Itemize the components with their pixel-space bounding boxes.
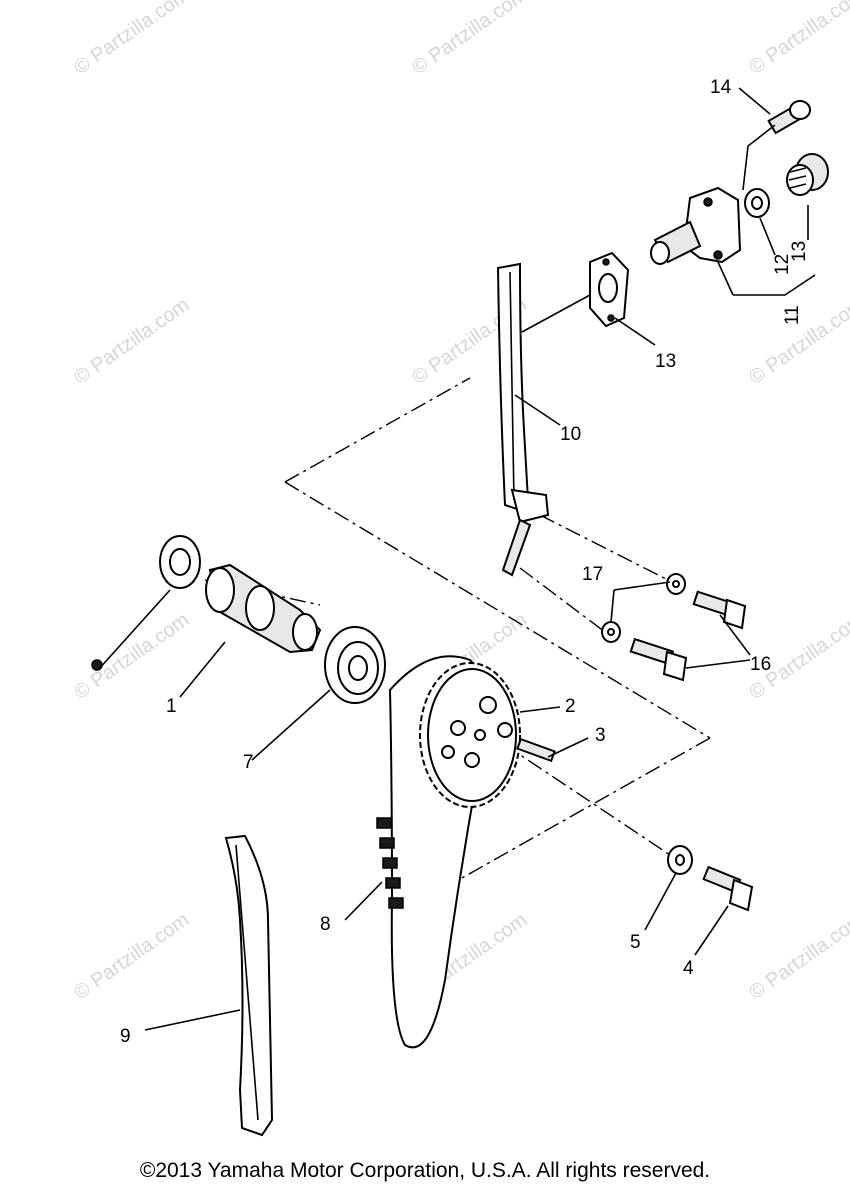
- label-15: 14: [710, 77, 732, 98]
- part-11-tensioner: [650, 186, 742, 265]
- part-2-sprocket: [419, 662, 521, 808]
- label-13: 12: [772, 254, 793, 275]
- part-15-bolt: [767, 100, 811, 135]
- label-17: 17: [582, 564, 603, 585]
- copyright-text: ©2013 Yamaha Motor Corporation, U.S.A. A…: [139, 1159, 711, 1182]
- label-1: 1: [166, 696, 177, 717]
- watermark: © Partzilla.com: [70, 294, 193, 389]
- watermark: © Partzilla.com: [408, 0, 531, 79]
- part-13-gasket: [744, 188, 770, 218]
- label-7: 7: [243, 752, 254, 773]
- part-4-bolt: [702, 865, 754, 912]
- part-17-washers: [601, 573, 686, 643]
- watermark: © Partzilla.com: [70, 609, 193, 704]
- part-7-bearing: [324, 626, 386, 704]
- label-11: 11: [782, 305, 803, 325]
- watermark: © Partzilla.com: [70, 909, 193, 1004]
- label-14: 13: [655, 351, 676, 372]
- callout-labels: 14 13 12 11 13 10 17 16 1 7 2 3 8 5 4 9: [120, 77, 810, 1047]
- label-8: 8: [320, 914, 331, 935]
- label-12: 13: [789, 241, 810, 262]
- label-3: 3: [595, 725, 606, 746]
- label-10: 10: [560, 424, 581, 445]
- part-1-camshaft: [91, 535, 322, 671]
- leader-lines: [97, 87, 816, 1031]
- label-2: 2: [565, 696, 576, 717]
- part-3-pin: [516, 737, 556, 763]
- watermark: © Partzilla.com: [745, 0, 850, 79]
- part-10-chain-guide: [496, 262, 550, 577]
- part-16-bolts: [629, 590, 747, 682]
- part-9-chain-guide: [224, 834, 274, 1137]
- part-5-washer: [667, 845, 693, 875]
- label-5: 5: [630, 932, 641, 953]
- diagram-canvas: © Partzilla.com © Partzilla.com © Partzi…: [70, 0, 850, 1137]
- label-9: 9: [120, 1026, 131, 1047]
- label-16: 16: [750, 654, 771, 675]
- part-12-plug: [786, 153, 829, 196]
- part-14-gasket-plate: [589, 251, 630, 328]
- watermark: © Partzilla.com: [745, 909, 850, 1004]
- watermark: © Partzilla.com: [70, 0, 193, 79]
- label-4: 4: [683, 958, 694, 979]
